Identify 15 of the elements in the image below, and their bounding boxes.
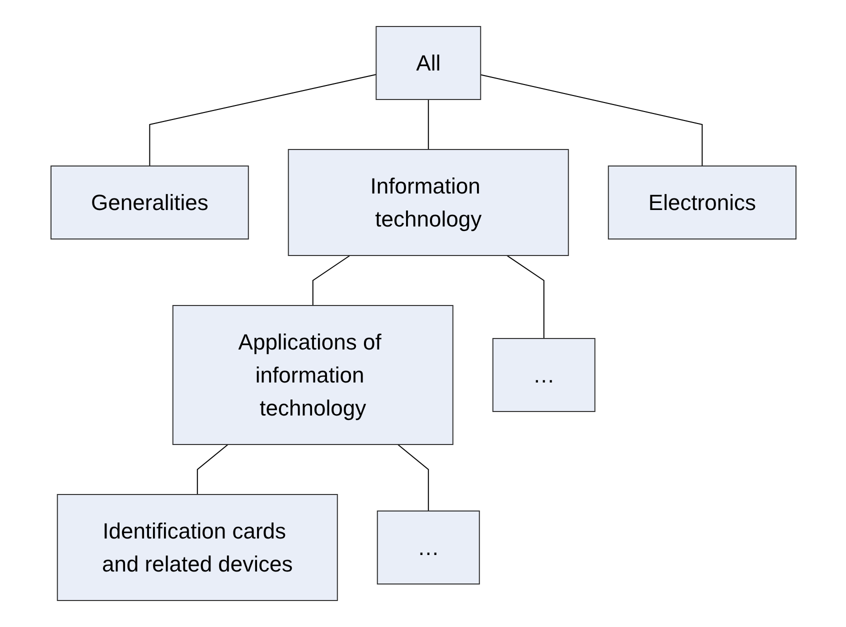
node-box: Applications of information technology xyxy=(172,305,453,445)
node-box: Generalities xyxy=(50,166,248,240)
connector xyxy=(312,255,350,306)
node-box: All xyxy=(375,26,481,100)
node-box: Identification cards and related devices xyxy=(56,494,338,601)
node-box: … xyxy=(492,338,595,412)
connector xyxy=(396,444,428,512)
connector xyxy=(427,99,428,150)
node-box: … xyxy=(376,510,480,584)
connector xyxy=(196,444,228,495)
connector xyxy=(506,255,544,339)
node-box: Electronics xyxy=(607,166,796,240)
connector xyxy=(480,74,702,166)
node-box: Information technology xyxy=(287,149,568,256)
connector xyxy=(148,74,376,166)
